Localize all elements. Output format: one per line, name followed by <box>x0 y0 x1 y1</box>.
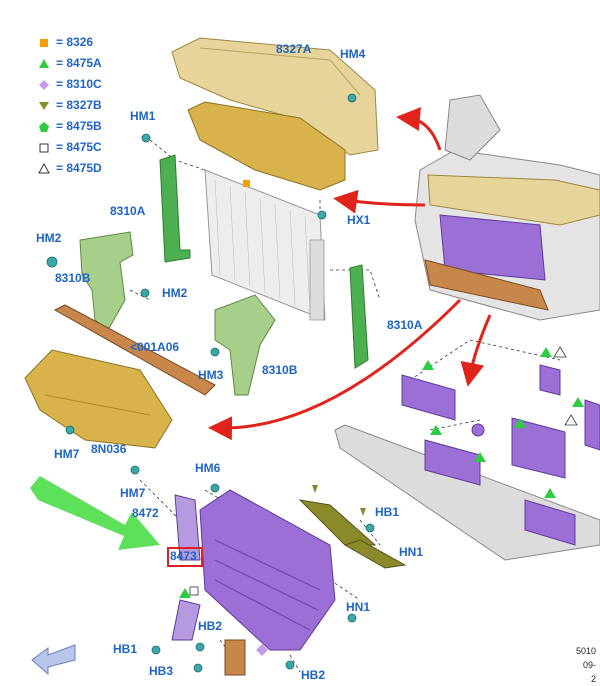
highlight-box-8473 <box>167 547 203 567</box>
square-outline-icon <box>38 141 50 153</box>
diamond-filled-icon <box>38 78 50 90</box>
energy-absorber-001A06 <box>53 304 216 396</box>
radiator-core <box>204 169 326 321</box>
label-HB2-left: HB2 <box>198 619 223 633</box>
legend-row-8475B: = 8475B <box>38 118 102 134</box>
seal-8310B-left <box>79 231 134 331</box>
label-HM4: HM4 <box>340 47 366 61</box>
legend-text: = 8475A <box>56 56 102 70</box>
label-HM6: HM6 <box>195 461 221 475</box>
legend-row-8475C: = 8475C <box>38 139 102 155</box>
legend-text: = 8326 <box>56 35 94 49</box>
legend-text: = 8310C <box>56 77 102 91</box>
pentagon-filled-icon <box>38 120 50 132</box>
assembled-front-end <box>414 94 600 321</box>
upper-deflector <box>187 101 346 191</box>
legend-row-8310C: = 8310C <box>38 76 102 92</box>
baffle-8310A-right <box>349 264 369 369</box>
nav-arrow-icon[interactable] <box>31 644 76 676</box>
lower-brackets <box>171 599 246 676</box>
label-HB2-right: HB2 <box>301 668 326 682</box>
label-8472: 8472 <box>132 506 159 520</box>
legend-text: = 8475B <box>56 119 102 133</box>
red-flow-arrows <box>208 107 492 441</box>
label-HM3: HM3 <box>198 368 224 382</box>
square-filled-icon <box>38 36 50 48</box>
legend-text: = 8327B <box>56 98 102 112</box>
fastener-clips <box>46 93 375 673</box>
label-8N036: 8N036 <box>91 442 127 456</box>
legend-row-8475A: = 8475A <box>38 55 102 71</box>
label-8310B-left: 8310B <box>55 271 91 285</box>
corner-ref-1: 5010 <box>575 646 596 656</box>
label-HB3: HB3 <box>149 664 174 678</box>
lower-shield-8N036 <box>24 349 173 449</box>
legend-text: = 8475C <box>56 140 102 154</box>
shutter-blades <box>401 364 600 546</box>
label-8310B-right: 8310B <box>262 363 298 377</box>
label-HM2-right: HM2 <box>162 286 188 300</box>
baffle-8310A-left <box>159 154 191 263</box>
label-HB1-upper: HB1 <box>375 505 400 519</box>
label-8310A-right: 8310A <box>387 318 423 332</box>
label-8473: 8473 <box>170 549 197 563</box>
big-green-arrow <box>30 476 160 550</box>
legend-text: = 8475D <box>56 161 102 175</box>
grille-reinforcement-8473 <box>174 489 336 651</box>
legend-row-8326: = 8326 <box>38 34 93 50</box>
label-HN1-upper: HN1 <box>399 545 424 559</box>
label-HM2-top: HM2 <box>36 231 62 245</box>
label-8327A: 8327A <box>276 42 312 56</box>
radiator-cover-8327A <box>171 37 379 156</box>
label-001A06: <001A06 <box>130 340 180 354</box>
triangle-filled-icon <box>38 57 50 69</box>
label-HM1: HM1 <box>130 109 156 123</box>
label-HX1: HX1 <box>347 213 371 227</box>
callout-symbols <box>179 180 584 656</box>
label-8310A-left: 8310A <box>110 204 146 218</box>
label-HM7-right: HM7 <box>120 486 146 500</box>
label-HN1-lower: HN1 <box>346 600 371 614</box>
label-HM7-left: HM7 <box>54 447 80 461</box>
triangle-outline-icon <box>38 162 50 174</box>
seal-8310B-right <box>214 294 276 396</box>
olive-deflectors <box>298 499 407 569</box>
triangle-down-icon <box>38 99 50 111</box>
label-HB1-lower: HB1 <box>113 642 138 656</box>
corner-ref-3: 2 <box>590 674 596 684</box>
corner-ref-2: 09- <box>582 660 596 670</box>
legend-row-8475D: = 8475D <box>38 160 102 176</box>
legend-row-8327B: = 8327B <box>38 97 102 113</box>
